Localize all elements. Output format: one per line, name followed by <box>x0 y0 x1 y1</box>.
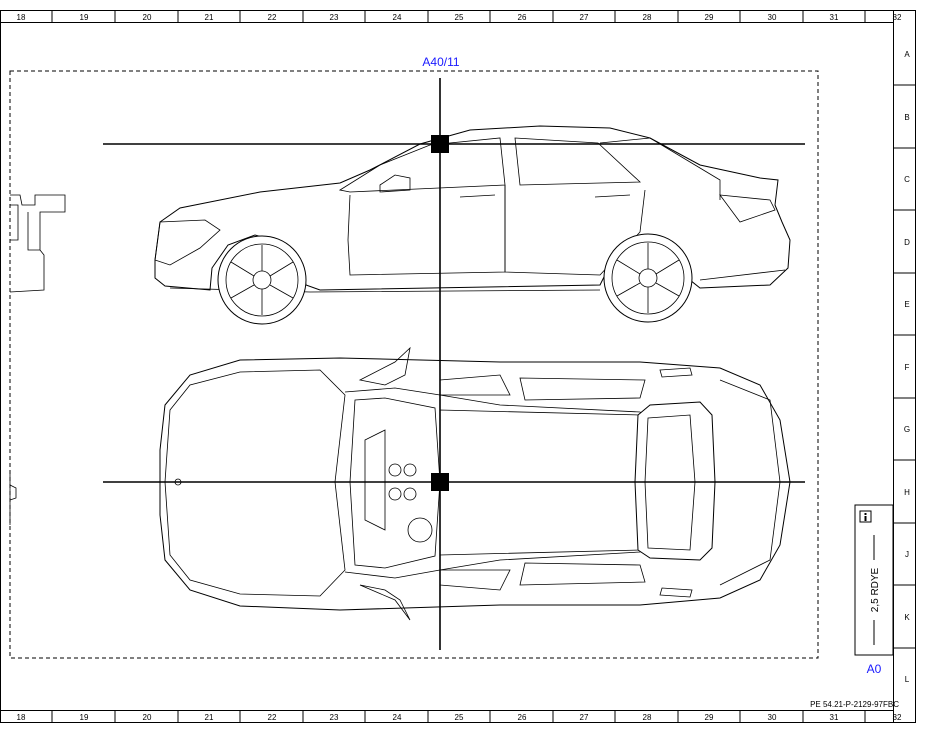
row-letter: F <box>905 363 910 372</box>
column-numbers-top: 18 19 20 21 22 23 24 25 26 27 28 29 30 3… <box>17 13 902 22</box>
top-view-location-marker <box>431 473 449 491</box>
row-letter: C <box>904 175 910 184</box>
col-num-bottom: 18 <box>17 713 26 722</box>
col-num-top: 26 <box>518 13 527 22</box>
dashed-component-area <box>9 70 819 659</box>
col-num-bottom: 19 <box>80 713 89 722</box>
col-num-top: 18 <box>17 13 26 22</box>
col-num-top: 27 <box>580 13 589 22</box>
row-letter: B <box>904 113 909 122</box>
col-num-bottom: 26 <box>518 713 527 722</box>
adjacent-view-fragment-top <box>9 194 66 293</box>
col-num-top: 21 <box>205 13 214 22</box>
component-label: A40/11 <box>422 55 459 69</box>
col-num-bottom: 29 <box>705 713 714 722</box>
row-letter: J <box>905 550 909 559</box>
col-num-bottom: 32 <box>893 713 902 722</box>
col-num-top: 31 <box>830 13 839 22</box>
col-num-bottom: 25 <box>455 713 464 722</box>
row-letter: E <box>904 300 909 309</box>
location-crosshairs <box>103 78 805 650</box>
col-num-bottom: 22 <box>268 713 277 722</box>
col-num-top: 30 <box>768 13 777 22</box>
car-side-view <box>154 125 791 325</box>
row-letter: H <box>904 488 910 497</box>
col-num-bottom: 28 <box>643 713 652 722</box>
row-letters: A B C D E F G H J K L <box>904 50 910 684</box>
row-letter: D <box>904 238 910 247</box>
car-top-view <box>159 346 791 621</box>
document-reference: PE 54.21-P-2129-97FBC <box>810 700 899 709</box>
adjacent-view-fragment-bottom <box>9 472 17 525</box>
col-num-bottom: 20 <box>143 713 152 722</box>
col-num-bottom: 31 <box>830 713 839 722</box>
row-letter: K <box>904 613 910 622</box>
col-num-bottom: 21 <box>205 713 214 722</box>
top-column-ticks <box>51 10 866 22</box>
col-num-top: 24 <box>393 13 402 22</box>
col-num-top: 32 <box>893 13 902 22</box>
col-num-top: 25 <box>455 13 464 22</box>
wire-spec-text: 2,5 RDYE <box>870 567 881 612</box>
col-num-bottom: 27 <box>580 713 589 722</box>
bottom-column-ticks <box>51 710 866 722</box>
col-num-top: 22 <box>268 13 277 22</box>
side-view-location-marker <box>431 135 449 153</box>
col-num-top: 20 <box>143 13 152 22</box>
info-icon <box>859 510 872 523</box>
column-numbers-bottom: 18 19 20 21 22 23 24 25 26 27 28 29 30 3… <box>17 713 902 722</box>
wire-spec-box: 2,5 RDYE <box>854 504 894 656</box>
col-num-top: 19 <box>80 13 89 22</box>
front-wheel <box>217 235 307 325</box>
col-num-bottom: 30 <box>768 713 777 722</box>
col-num-top: 23 <box>330 13 339 22</box>
row-ticks <box>893 84 916 649</box>
col-num-bottom: 23 <box>330 713 339 722</box>
col-num-top: 29 <box>705 13 714 22</box>
row-letter: L <box>905 675 910 684</box>
row-letter: G <box>904 425 910 434</box>
rear-wheel <box>603 233 693 323</box>
row-letter: A <box>904 50 910 59</box>
connected-component-label: A0 <box>867 662 882 676</box>
col-num-top: 28 <box>643 13 652 22</box>
col-num-bottom: 24 <box>393 713 402 722</box>
